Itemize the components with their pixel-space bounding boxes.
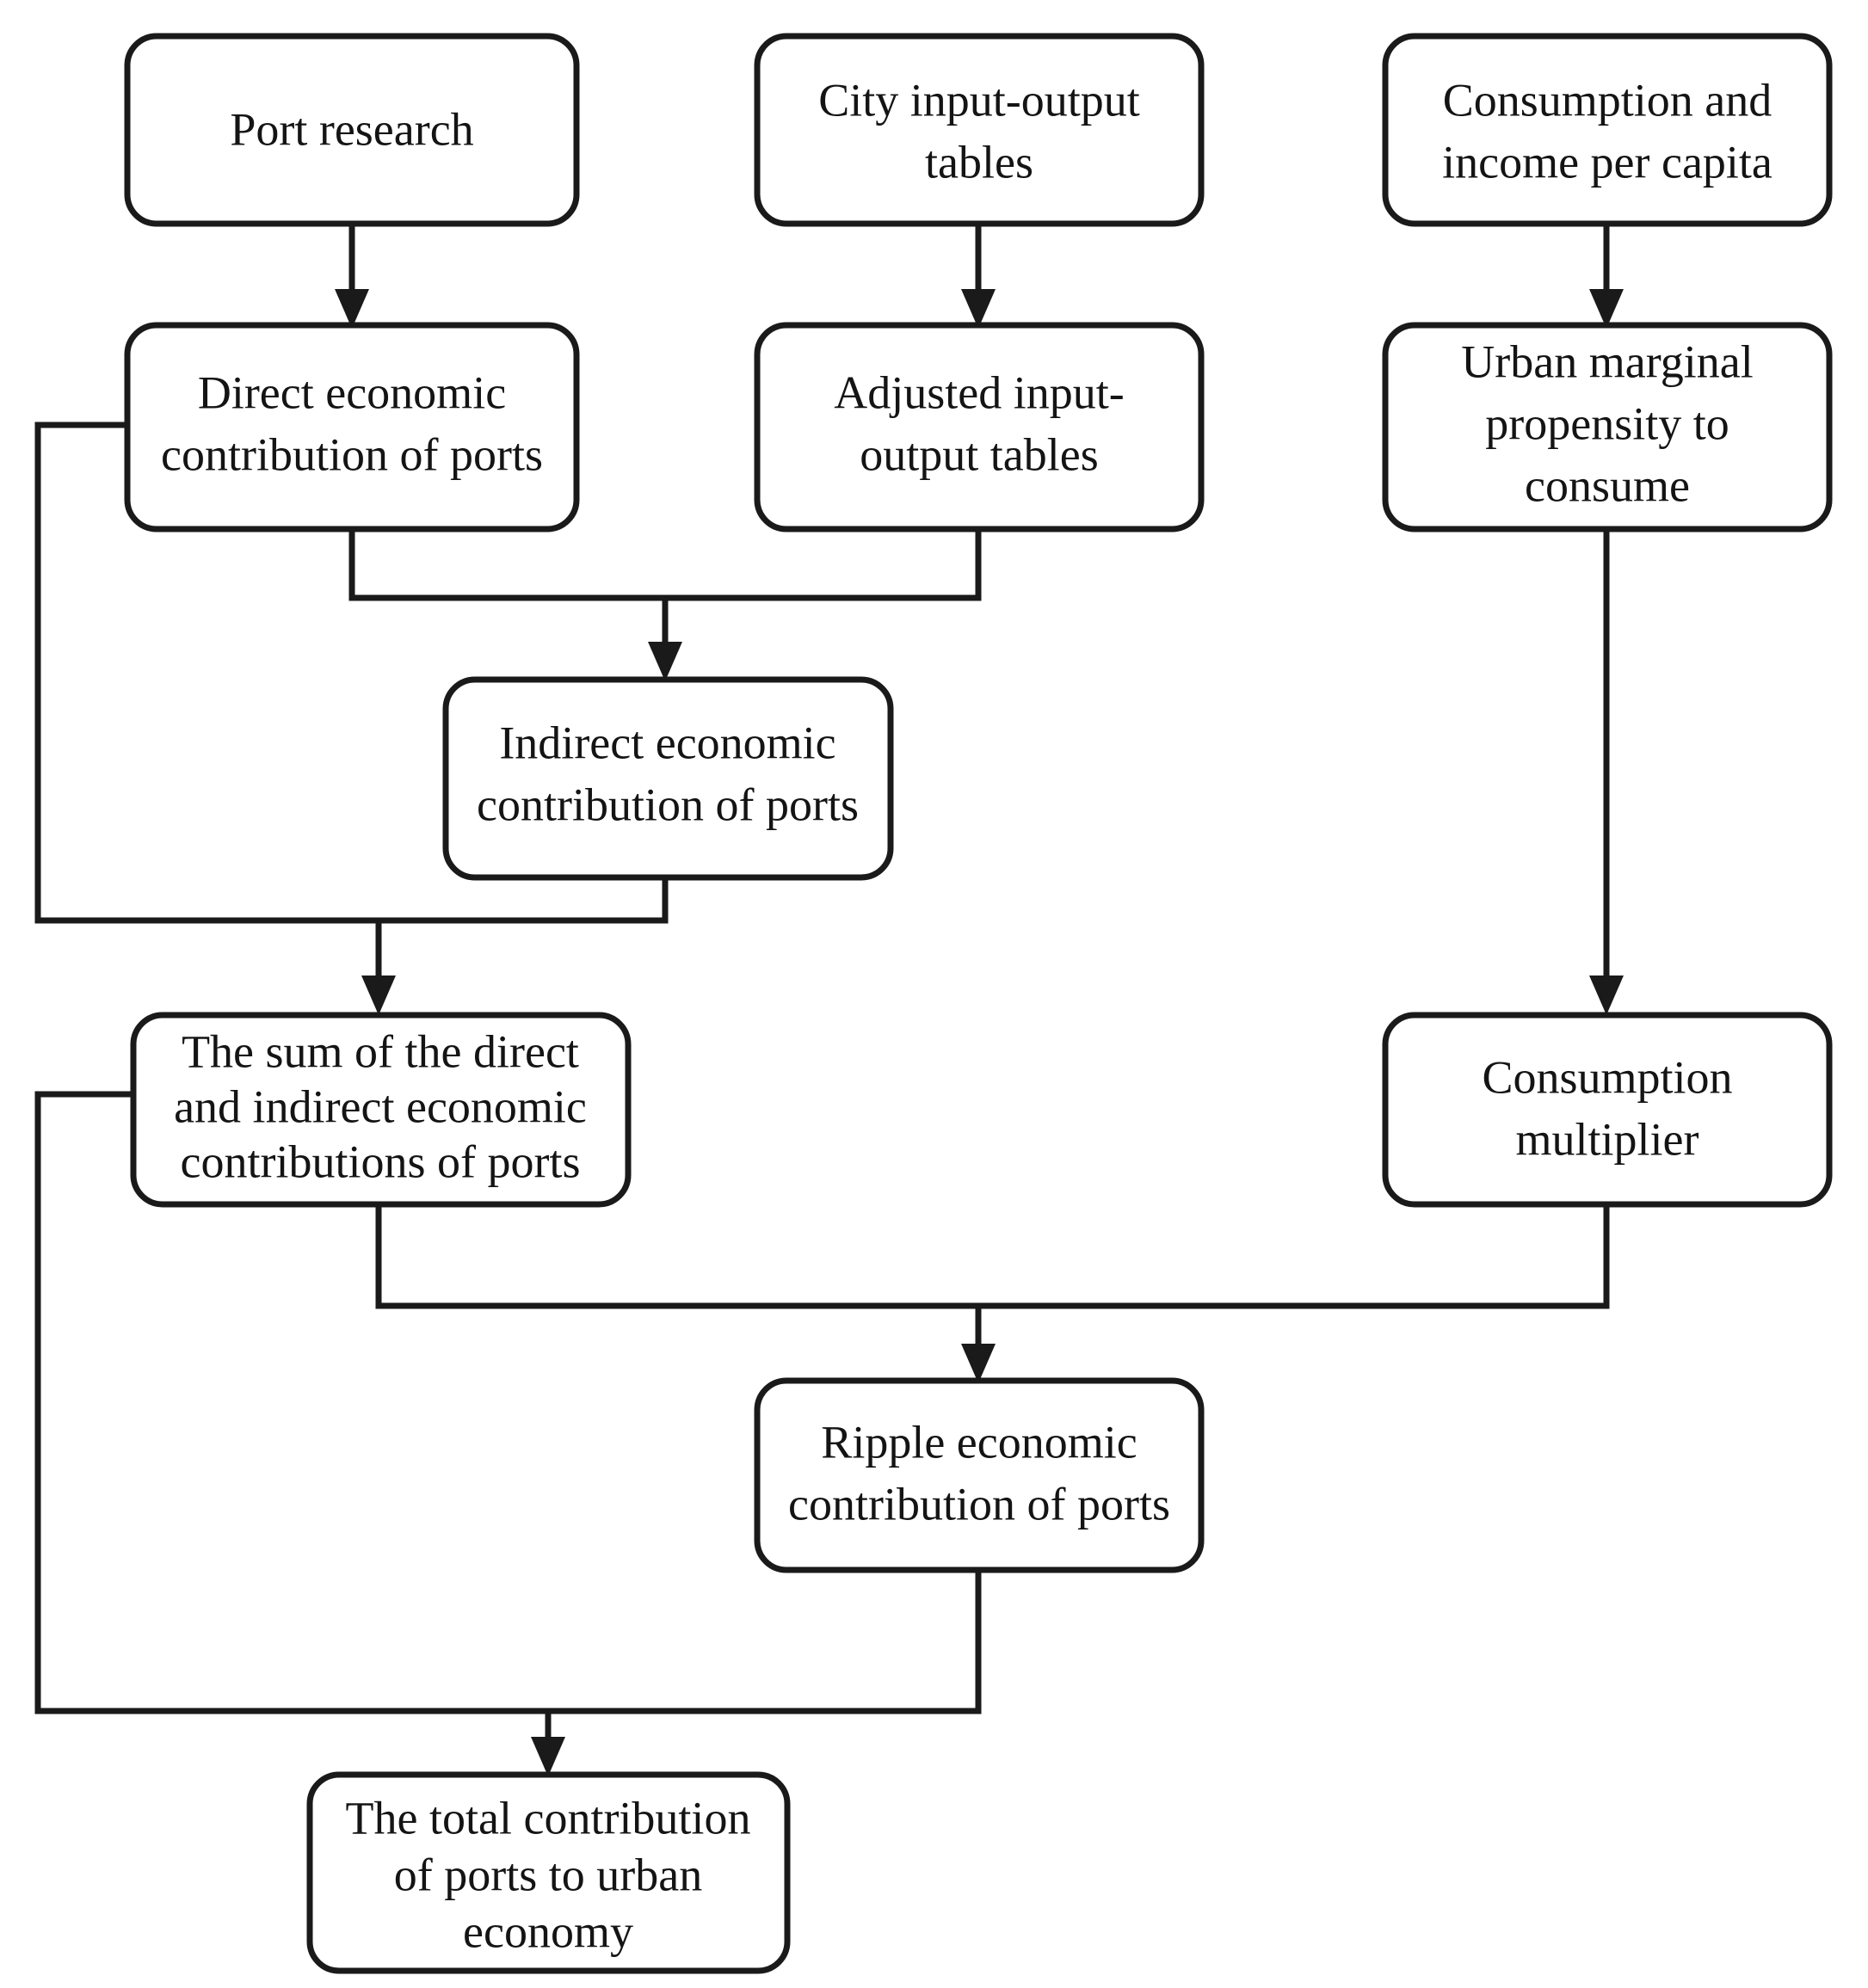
edge-direct-adjusted-merge-to-indirect xyxy=(348,529,982,681)
node-port-research[interactable]: Port research xyxy=(124,33,580,227)
node-sum-contributions-box[interactable] xyxy=(130,1012,632,1208)
edge-consumption-income-to-propensity xyxy=(1589,224,1624,329)
node-direct-contribution-label-line-1: Direct economic xyxy=(198,366,506,418)
node-city-io-tables-label-line-1: City input-output xyxy=(818,74,1140,126)
node-total-contribution-label-line-3: economy xyxy=(463,1905,633,1957)
node-consumption-income-label-line-2: income per capita xyxy=(1442,136,1772,188)
node-indirect-contribution[interactable]: Indirect economic contribution of ports xyxy=(442,676,894,881)
node-consumption-income-label-line-1: Consumption and xyxy=(1443,74,1772,126)
edge-indirect-to-sum xyxy=(361,877,669,1015)
node-total-contribution-label-line-1: The total contribution xyxy=(346,1792,751,1843)
edge-city-io-to-adjusted xyxy=(961,224,996,329)
node-port-research-label-line-1: Port research xyxy=(230,103,473,155)
node-ripple-contribution-label-line-2: contribution of ports xyxy=(788,1478,1170,1529)
node-marginal-propensity[interactable]: Urban marginal propensity to consume xyxy=(1382,322,1833,532)
node-ripple-contribution-box[interactable] xyxy=(754,1377,1205,1573)
node-sum-contributions[interactable]: The sum of the direct and indirect econo… xyxy=(130,1012,632,1208)
node-indirect-contribution-box[interactable] xyxy=(442,676,894,881)
node-consumption-multiplier-label-line-2: multiplier xyxy=(1516,1113,1699,1165)
node-direct-contribution[interactable]: Direct economic contribution of ports xyxy=(124,322,580,532)
node-adjusted-io-tables-label-line-2: output tables xyxy=(860,428,1098,480)
edge-direct-left-bypass-to-sum xyxy=(34,422,379,924)
node-adjusted-io-tables-label-line-1: Adjusted input- xyxy=(834,366,1124,418)
node-direct-contribution-label-line-2: contribution of ports xyxy=(161,428,543,480)
node-sum-contributions-label-line-1: The sum of the direct xyxy=(182,1025,579,1077)
node-sum-contributions-label-line-3: contributions of ports xyxy=(181,1136,581,1187)
node-city-io-tables[interactable]: City input-output tables xyxy=(754,33,1205,227)
node-consumption-income-box[interactable] xyxy=(1382,33,1833,227)
edge-ripple-to-total xyxy=(531,1570,982,1776)
node-total-contribution[interactable]: The total contribution of ports to urban… xyxy=(306,1771,791,1974)
node-indirect-contribution-label-line-1: Indirect economic xyxy=(499,717,835,768)
edge-port-research-to-direct xyxy=(335,224,369,329)
edge-propensity-to-multiplier xyxy=(1589,529,1624,1015)
node-adjusted-io-tables-box[interactable] xyxy=(754,322,1205,532)
node-marginal-propensity-box[interactable] xyxy=(1382,322,1833,532)
node-adjusted-io-tables[interactable]: Adjusted input- output tables xyxy=(754,322,1205,532)
node-marginal-propensity-label-line-1: Urban marginal xyxy=(1461,335,1753,387)
node-consumption-multiplier-box[interactable] xyxy=(1382,1012,1833,1208)
node-consumption-multiplier-label-line-1: Consumption xyxy=(1482,1051,1732,1103)
node-total-contribution-label-line-2: of ports to urban xyxy=(394,1849,702,1900)
node-ripple-contribution[interactable]: Ripple economic contribution of ports xyxy=(754,1377,1205,1573)
node-marginal-propensity-label-line-3: consume xyxy=(1525,459,1690,511)
node-sum-contributions-label-line-2: and indirect economic xyxy=(174,1080,587,1132)
node-city-io-tables-box[interactable] xyxy=(754,33,1205,227)
node-consumption-multiplier[interactable]: Consumption multiplier xyxy=(1382,1012,1833,1208)
node-city-io-tables-label-line-2: tables xyxy=(925,136,1033,188)
node-direct-contribution-box[interactable] xyxy=(124,322,580,532)
node-marginal-propensity-label-line-2: propensity to xyxy=(1485,397,1729,449)
edge-sum-left-bypass-to-total xyxy=(34,1091,548,1714)
node-consumption-income[interactable]: Consumption and income per capita xyxy=(1382,33,1833,227)
node-port-research-box[interactable] xyxy=(124,33,580,227)
node-total-contribution-box[interactable] xyxy=(306,1771,791,1974)
node-indirect-contribution-label-line-2: contribution of ports xyxy=(477,779,859,830)
edge-sum-multiplier-merge-to-ripple xyxy=(375,1204,1610,1383)
node-ripple-contribution-label-line-1: Ripple economic xyxy=(821,1416,1137,1468)
